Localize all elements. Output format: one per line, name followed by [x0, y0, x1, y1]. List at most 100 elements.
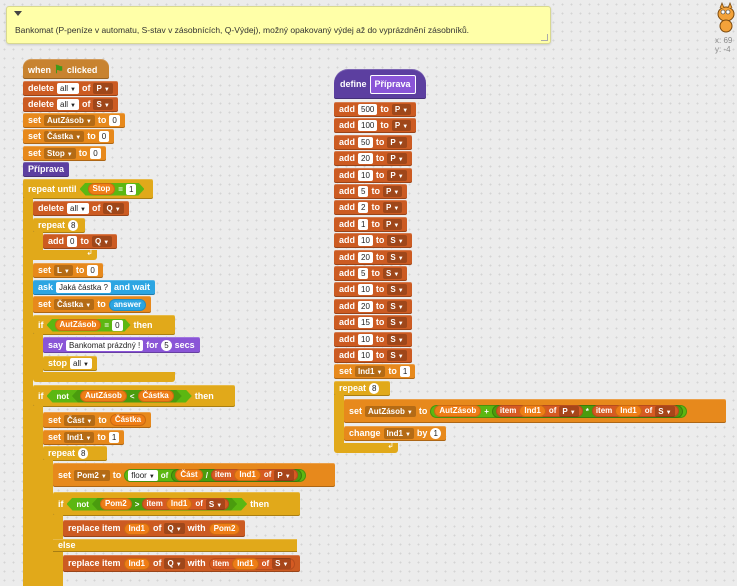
- set-stop-block[interactable]: set Stop to 0: [23, 146, 106, 161]
- value-input[interactable]: 20: [358, 301, 373, 312]
- index-dropdown[interactable]: all: [67, 203, 89, 214]
- value-input[interactable]: 100: [358, 120, 378, 131]
- if-not-greater-block[interactable]: if not Pom2 > item Ind1 of S then: [53, 492, 300, 516]
- variable-dropdown[interactable]: Stop: [44, 148, 76, 159]
- ind1-reporter[interactable]: Ind1: [232, 557, 259, 570]
- value-input[interactable]: 10: [358, 334, 373, 345]
- list-dropdown[interactable]: S: [387, 252, 407, 263]
- value-input[interactable]: 0: [109, 115, 120, 126]
- value-input[interactable]: 5: [358, 186, 369, 197]
- call-priprava-block[interactable]: Příprava: [23, 162, 70, 177]
- value-input[interactable]: 500: [358, 104, 378, 115]
- value-input[interactable]: 10: [358, 350, 373, 361]
- value-input[interactable]: 1: [108, 432, 120, 443]
- list-dropdown[interactable]: Q: [91, 236, 113, 247]
- not-condition[interactable]: not Pom2 > item Ind1 of S: [67, 498, 248, 511]
- repeat-8-define-block[interactable]: repeat 8: [334, 381, 390, 396]
- repeat-count-input[interactable]: 8: [369, 383, 380, 394]
- list-dropdown[interactable]: P: [382, 202, 403, 213]
- list-dropdown[interactable]: S: [387, 334, 407, 345]
- variable-dropdown[interactable]: Ind1: [355, 366, 386, 377]
- greater-than-condition[interactable]: Pom2 > item Ind1 of S: [92, 498, 237, 511]
- variable-dropdown[interactable]: Částka: [44, 131, 85, 142]
- castka-reporter[interactable]: Částka: [109, 414, 147, 426]
- index-dropdown[interactable]: all: [57, 83, 79, 94]
- value-input[interactable]: 20: [358, 153, 373, 164]
- when-flag-clicked-hat[interactable]: when ⚑ clicked: [23, 59, 109, 79]
- pom2-reporter[interactable]: Pom2: [208, 522, 241, 535]
- not-condition[interactable]: not AutZásob < Částka: [47, 390, 192, 403]
- value-input[interactable]: 1: [399, 366, 411, 377]
- multiply-reporter[interactable]: item Ind1 of P * item Ind1 of S: [491, 404, 683, 418]
- change-ind1-block[interactable]: change Ind1 by 1: [344, 426, 446, 441]
- list-dropdown[interactable]: S: [387, 301, 407, 312]
- item-of-list-reporter[interactable]: item Ind1 of S: [142, 498, 229, 510]
- collapse-triangle-icon[interactable]: [14, 11, 22, 16]
- value-input[interactable]: 15: [358, 317, 373, 328]
- list-dropdown[interactable]: S: [206, 499, 225, 510]
- list-dropdown[interactable]: P: [387, 137, 407, 148]
- if-autzasob-empty-block[interactable]: if AutZásob = 0 then: [33, 315, 175, 335]
- variable-dropdown[interactable]: Část: [64, 414, 96, 426]
- variable-dropdown[interactable]: L: [54, 265, 73, 276]
- if-not-less-block[interactable]: if not AutZásob < Částka then: [33, 385, 235, 407]
- list-dropdown[interactable]: P: [382, 186, 403, 197]
- variable-dropdown[interactable]: Ind1: [64, 432, 95, 443]
- value-input[interactable]: 0: [98, 131, 110, 142]
- list-dropdown[interactable]: S: [387, 350, 407, 361]
- say-text-input[interactable]: Bankomat prázdný !: [66, 339, 144, 351]
- pom2-reporter[interactable]: Pom2: [100, 498, 132, 510]
- stop-reporter[interactable]: Stop: [88, 183, 116, 195]
- set-autzasob-block[interactable]: set AutZásob to 0: [23, 113, 125, 128]
- list-dropdown[interactable]: S: [387, 317, 407, 328]
- math-function-dropdown[interactable]: floor: [128, 469, 158, 481]
- value-input[interactable]: 10: [358, 170, 373, 181]
- set-autzasob-sum-block[interactable]: set AutZásob to AutZásob + item Ind1 of …: [344, 399, 726, 423]
- comment-note[interactable]: Bankomat (P-peníze v automatu, S-stav v …: [6, 6, 551, 44]
- ind1-reporter[interactable]: Ind1: [123, 522, 150, 535]
- delete-all-of-p-block[interactable]: delete all of P: [23, 81, 118, 96]
- resize-handle-icon[interactable]: [541, 34, 548, 41]
- secs-input[interactable]: 5: [161, 339, 172, 351]
- floor-reporter[interactable]: floor of Část / item Ind1 of P: [124, 468, 306, 482]
- ind1-reporter[interactable]: Ind1: [234, 469, 261, 481]
- repeat-count-input[interactable]: 8: [78, 448, 89, 459]
- list-dropdown[interactable]: P: [382, 219, 403, 230]
- value-input[interactable]: 0: [112, 320, 122, 331]
- ask-and-wait-block[interactable]: ask Jaká částka ? and wait: [33, 280, 155, 295]
- value-input[interactable]: 1: [126, 184, 136, 195]
- autzasob-reporter[interactable]: AutZásob: [80, 390, 127, 402]
- list-dropdown[interactable]: P: [391, 120, 412, 131]
- list-dropdown[interactable]: S: [93, 99, 113, 110]
- list-dropdown[interactable]: Q: [103, 203, 124, 214]
- list-dropdown[interactable]: P: [387, 170, 407, 181]
- say-for-secs-block[interactable]: say Bankomat prázdný ! for 5 secs: [43, 337, 200, 353]
- value-input[interactable]: 20: [358, 252, 373, 263]
- list-dropdown[interactable]: P: [387, 153, 407, 164]
- value-input[interactable]: 0: [90, 148, 101, 159]
- value-input[interactable]: 10: [358, 235, 373, 246]
- replace-item-stock-block[interactable]: replace item Ind1 of Q with item Ind1 of…: [63, 555, 301, 572]
- autzasob-reporter[interactable]: AutZásob: [55, 319, 102, 331]
- value-input[interactable]: 5: [358, 268, 369, 279]
- condition-equals[interactable]: AutZásob = 0: [47, 319, 131, 332]
- divide-reporter[interactable]: Část / item Ind1 of P: [171, 468, 302, 482]
- delete-all-of-q-block[interactable]: delete all of Q: [33, 201, 129, 216]
- value-input[interactable]: 2: [358, 202, 369, 213]
- list-dropdown[interactable]: P: [93, 83, 113, 94]
- repeat-8-block[interactable]: repeat 8: [33, 218, 85, 233]
- item-of-list-reporter[interactable]: item Ind1 of S: [591, 405, 679, 417]
- list-dropdown[interactable]: Q: [164, 523, 185, 534]
- list-dropdown[interactable]: P: [274, 469, 294, 481]
